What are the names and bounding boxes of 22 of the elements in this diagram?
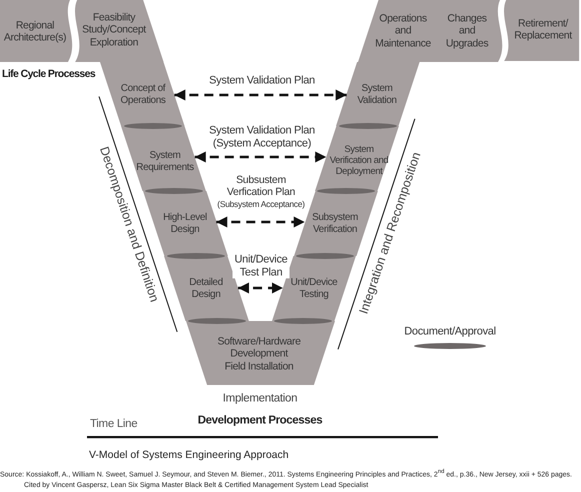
axis-label: Time Line <box>90 418 138 432</box>
phase-label: Detailed Design <box>189 277 223 301</box>
phase-label: Feasibility Study/Concept Exploration <box>82 11 146 49</box>
phase-label: Regional Architecture(s) <box>4 20 66 44</box>
section-label: Life Cycle Processes <box>2 68 96 80</box>
edge-label: System Validation Plan (System Acceptance) <box>207 124 317 150</box>
dashed-arrow <box>216 216 305 228</box>
edge-label: System Validation Plan <box>207 74 317 88</box>
dashed-arrow <box>194 152 326 162</box>
phase-label: Unit/Device Testing <box>290 277 338 301</box>
edge-label: Unit/Device Test Plan <box>232 253 290 279</box>
edge-label: Subsustem Verfication Plan (Subsystem Acceptance) <box>215 174 307 210</box>
dashed-arrow <box>238 282 283 294</box>
phase-label: Software/Hardware Development Field Installation <box>217 335 301 373</box>
figure-caption: V-Model of Systems Engineering Approach <box>89 449 289 462</box>
dashed-arrow <box>174 90 347 100</box>
phase-label: Retirement/ Replacement <box>514 18 572 42</box>
phase-label: System Validation <box>357 83 397 107</box>
phase-label: Changes and Upgrades <box>446 12 488 50</box>
stage-label: Implementation <box>222 392 298 406</box>
phase-label: Operations and Maintenance <box>375 12 431 50</box>
section-label: Development Processes <box>198 414 322 428</box>
